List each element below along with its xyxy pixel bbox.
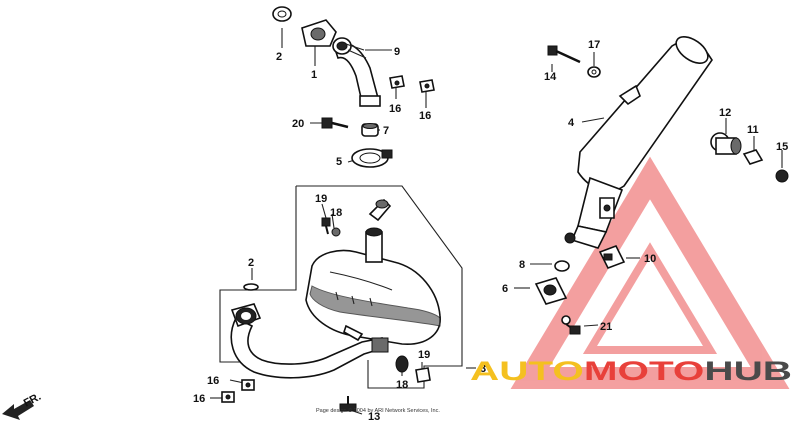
bolt-19-upper — [321, 217, 331, 235]
bolt-20 — [321, 117, 349, 129]
label-12: 12 — [719, 107, 731, 119]
clip-nut-top-1 — [389, 75, 405, 89]
label-16-c: 16 — [207, 375, 219, 387]
header-pipe — [332, 37, 381, 107]
washer-18-upper — [331, 227, 341, 237]
front-direction-arrow-icon — [2, 400, 34, 420]
exhaust-flange — [301, 19, 337, 47]
label-10: 10 — [644, 253, 656, 265]
collar-11 — [742, 149, 764, 165]
bolt-13 — [339, 396, 357, 412]
label-9: 9 — [394, 46, 400, 58]
label-5: 5 — [336, 156, 342, 168]
group-outline — [219, 185, 463, 389]
label-11: 11 — [747, 124, 759, 136]
label-21: 21 — [600, 321, 612, 333]
clip-nut-lower-2 — [221, 391, 235, 403]
label-16-d: 16 — [193, 393, 205, 405]
bolt-21 — [561, 315, 581, 335]
gasket-middle — [243, 283, 259, 291]
label-2-middle: 2 — [248, 257, 254, 269]
collar-7 — [361, 123, 379, 137]
silencer-main — [564, 36, 713, 249]
label-19-lower: 19 — [418, 349, 430, 361]
label-8: 8 — [519, 259, 525, 271]
watermark-part-1: AUTO — [470, 356, 584, 386]
washer-18-lower — [395, 355, 409, 373]
label-2-top: 2 — [276, 51, 282, 63]
grommet-8 — [554, 260, 570, 272]
exhaust-pipe-lower — [230, 303, 389, 379]
bolt-14 — [547, 45, 581, 64]
clamp-5 — [351, 148, 393, 168]
watermark-part-3: HUB — [704, 356, 792, 386]
label-3: 3 — [480, 363, 486, 375]
watermark-part-2: MOTO — [584, 356, 705, 386]
label-17: 17 — [588, 39, 600, 51]
label-6: 6 — [502, 283, 508, 295]
clamp-6 — [534, 277, 568, 305]
label-18-lower: 18 — [396, 379, 408, 391]
label-16-a: 16 — [389, 103, 401, 115]
washer-17 — [587, 66, 601, 78]
label-16-b: 16 — [419, 110, 431, 122]
label-19-upper: 19 — [315, 193, 327, 205]
bolt-19-lower — [415, 367, 431, 383]
label-4: 4 — [568, 117, 575, 129]
label-14: 14 — [544, 71, 557, 83]
nut-15 — [775, 169, 789, 183]
label-18-upper: 18 — [330, 207, 342, 219]
label-7: 7 — [383, 125, 389, 137]
muffler-body — [305, 198, 441, 345]
watermark-logo — [510, 156, 790, 389]
part-labels: 2 1 9 16 16 20 7 5 19 18 2 19 18 3 16 16… — [193, 39, 788, 423]
bracket-10 — [598, 244, 626, 270]
grommet-12 — [710, 132, 742, 155]
label-15: 15 — [776, 141, 788, 153]
clip-nut-top-2 — [419, 79, 435, 93]
label-13: 13 — [368, 411, 380, 423]
label-20: 20 — [292, 118, 304, 130]
copyright-text: Page design © 2004 by ARI Network Servic… — [316, 407, 440, 414]
label-1: 1 — [311, 69, 317, 81]
clip-nut-lower-1 — [241, 379, 255, 391]
direction-label: FR. — [22, 391, 43, 410]
